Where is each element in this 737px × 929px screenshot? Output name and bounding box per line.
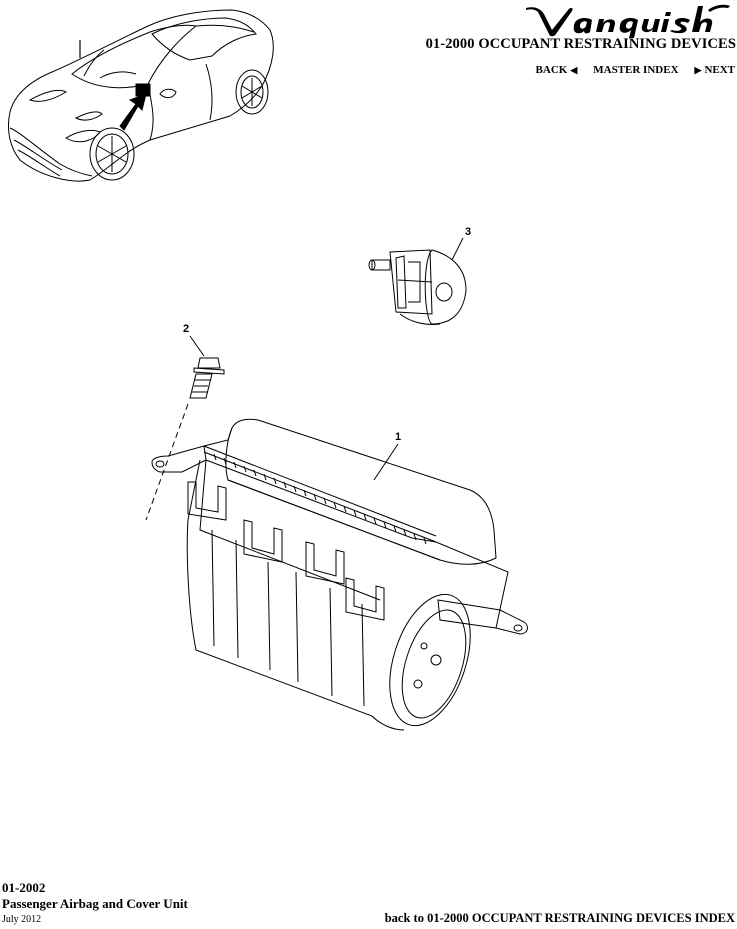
- next-label: NEXT: [704, 64, 735, 76]
- footer-date: July 2012: [2, 914, 42, 925]
- left-triangle-icon: ◀: [570, 64, 578, 75]
- next-link[interactable]: ▶ NEXT: [695, 64, 735, 76]
- callout-3: 3: [465, 226, 471, 238]
- master-index-link[interactable]: MASTER INDEX: [593, 64, 679, 76]
- back-label: BACK: [535, 64, 568, 76]
- navigation-bar: BACK ◀ MASTER INDEX ▶ NEXT: [536, 64, 735, 76]
- right-triangle-icon: ▶: [694, 64, 702, 75]
- callout-1: 1: [395, 431, 401, 443]
- callout-2: 2: [183, 323, 189, 335]
- flange-bolt-part: [189, 357, 225, 399]
- back-to-index-link[interactable]: back to 01-2000 OCCUPANT RESTRAINING DEV…: [384, 911, 735, 925]
- footer-code: 01-2002: [2, 880, 46, 895]
- car-locator-illustration: [7, 9, 274, 182]
- back-link[interactable]: BACK ◀: [536, 64, 578, 76]
- section-title: 01-2000 OCCUPANT RESTRAINING DEVICES: [425, 36, 736, 52]
- connector-clip-part: [368, 249, 467, 325]
- vanquish-logo: [526, 4, 730, 38]
- airbag-module-part: [151, 418, 528, 731]
- footer-description: Passenger Airbag and Cover Unit: [2, 896, 188, 911]
- exploded-parts-diagram: 3 2: [145, 226, 528, 731]
